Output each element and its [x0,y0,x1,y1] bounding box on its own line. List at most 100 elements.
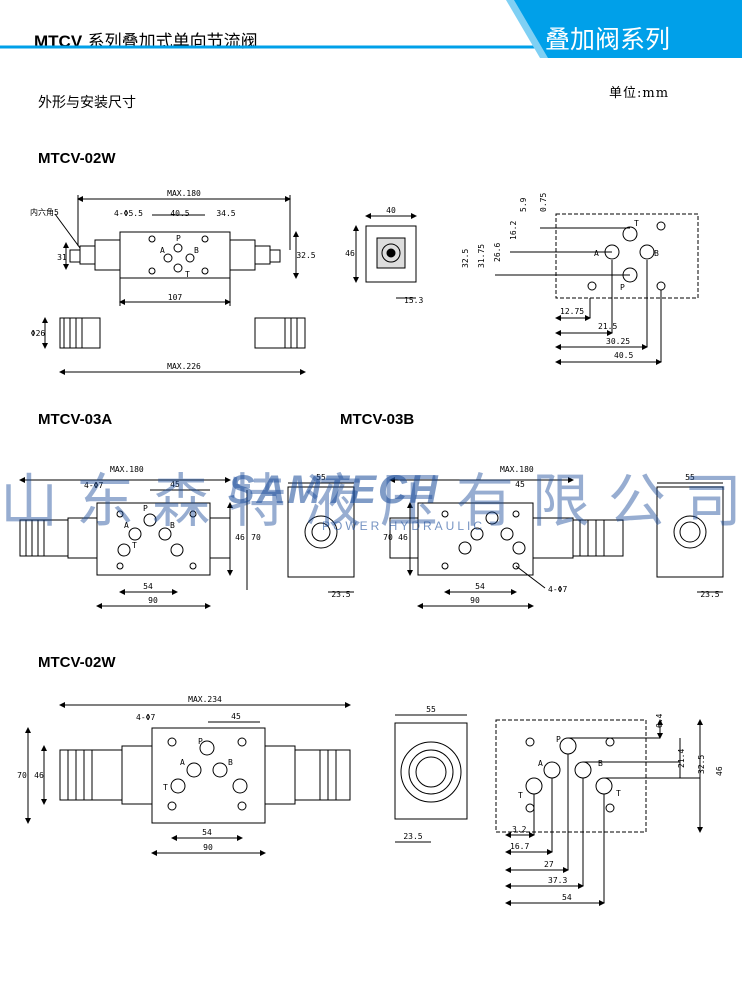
port-02w-T2: T [518,791,523,800]
dim-21-5: 21.5 [598,322,617,331]
dim-phi26: Φ26 [31,329,46,338]
dim-107: 107 [168,293,183,302]
drawing-mtcv-03b [389,477,724,609]
header-accent-shape [512,0,742,58]
drawing-mtcv-02w-ports [495,213,699,365]
dim-02w-45: 45 [231,712,241,721]
side-height: 46 [345,249,355,258]
dim-34-5: 34.5 [216,209,235,218]
dim-03b-hole: 4-Φ7 [548,585,567,594]
dim-03a-46: 46 [235,533,245,542]
side-02w-width: 55 [426,705,436,714]
port-B2: B [654,249,659,258]
watermark-char: 公 [607,467,666,535]
series-title: 叠加阀系列 [545,25,671,54]
watermark-char: 特 [227,467,286,535]
dim-46-b: 46 [715,766,724,776]
dim-16-2: 16.2 [509,221,518,240]
watermark-char: 森 [151,467,210,535]
dim-02w-hole: 4-Φ7 [136,713,155,722]
header-band [0,0,742,58]
drawing-mtcv-02w-side [353,213,417,299]
port-03a-T: T [132,541,137,550]
watermark-char: 液 [303,467,362,535]
dim-max226: MAX.226 [167,362,201,371]
watermark-char: 东 [75,467,134,535]
dim-6-4: 6.4 [655,713,664,728]
dim-5-9: 5.9 [519,197,528,212]
dim-03b-max180: MAX.180 [500,465,534,474]
dim-40-5-ports: 40.5 [614,351,633,360]
dim-32-5-ports: 32.5 [461,249,470,268]
dim-30-25: 30.25 [606,337,630,346]
watermark-char: 限 [531,467,590,535]
side-02w-23-5: 23.5 [403,832,422,841]
port-T: T [185,270,190,279]
watermark-tagline: POWER HYDRAULIC [322,519,486,533]
dim-27: 27 [544,860,554,869]
dim-hole: 4-Φ5.5 [114,209,143,218]
port-A: A [160,246,165,255]
dim-03a-45: 45 [170,480,180,489]
dim-21-4: 21.4 [677,749,686,768]
dim-03a-90: 90 [148,596,158,605]
right-cap [229,239,256,271]
dim-02w-54: 54 [202,828,212,837]
model-label-3: MTCV-03B [340,411,415,428]
port-02w-T: T [163,783,168,792]
port-02w-T3: T [616,789,621,798]
dim-03b-70: 70 [383,533,393,542]
dim-03a-hole: 4-Φ7 [84,481,103,490]
dim-40-5: 40.5 [170,209,189,218]
watermark-char: 有 [455,467,514,535]
drawing-mtcv-02w-bottom [25,702,703,906]
dim-03b-90: 90 [470,596,480,605]
dim-03a-54: 54 [143,582,153,591]
port-P2: T [634,219,639,228]
side-03b-23-5: 23.5 [700,590,719,599]
dim-02w-max234: MAX.234 [188,695,222,704]
port-02w-B: B [228,758,233,767]
dim-02w-70: 70 [17,771,27,780]
dim-31: 31 [57,253,67,262]
model-label-2: MTCV-03A [38,411,113,428]
right-fitting [254,317,306,349]
port-03a-P: P [143,504,148,513]
watermark-chinese: 山东森特液压有限公司 [0,454,742,535]
side-width: 40 [386,206,396,215]
dim-hex: 内六角5 [30,207,59,217]
port-02w-B2: B [598,759,603,768]
drawing-mtcv-02w-top [42,195,306,375]
dim-12-75: 12.75 [560,307,584,316]
dim-03a-70: 70 [251,533,261,542]
dim-16-7: 16.7 [510,842,529,851]
dim-31-75: 31.75 [477,244,486,268]
port-T2: P [620,283,625,292]
dim-03b-54: 54 [475,582,485,591]
side-03a-23-5: 23.5 [331,590,350,599]
section-title: 外形与安装尺寸 [38,95,136,111]
port-03a-A: A [124,521,129,530]
port-02w-A2: A [538,759,543,768]
dim-03a-max180: MAX.180 [110,465,144,474]
unit-label: 单位:mm [609,86,670,101]
drawing-mtcv-03a [19,477,355,609]
model-label-1: MTCV-02W [38,150,116,167]
port-P: P [176,234,181,243]
dim-3-2: 3.2 [512,825,527,834]
dim-03b-45: 45 [515,480,525,489]
dim-32-5-b: 32.5 [697,755,706,774]
side-03a-width: 55 [316,473,326,482]
watermark-char: 山 [0,467,59,535]
dim-0-75: 0.75 [539,193,548,212]
dim-26-6: 26.6 [493,243,502,262]
watermark-char: 压 [379,467,438,535]
dim-02w-90: 90 [203,843,213,852]
port-B: B [194,246,199,255]
port-03a-B: B [170,521,175,530]
dim-32-5: 32.5 [296,251,315,260]
left-cap [94,239,121,271]
dim-02w-46: 46 [34,771,44,780]
model-label-4: MTCV-02W [38,654,116,671]
